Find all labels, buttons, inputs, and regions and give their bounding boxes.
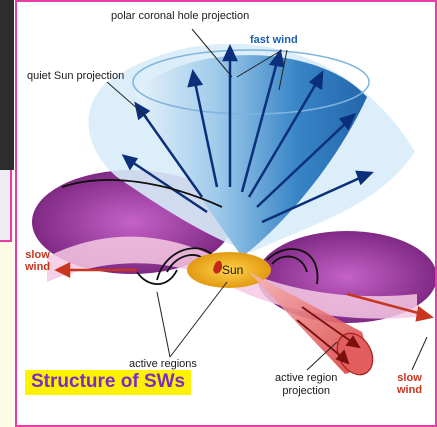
slow-wind-right-label: slow wind (397, 372, 422, 396)
solar-wind-structure-diagram (17, 2, 435, 425)
background-slide-edge (0, 0, 14, 427)
active-regions-label: active regions (129, 358, 197, 370)
diagram-frame: polar coronal hole projection fast wind … (15, 0, 437, 427)
slow-wind-left-line-2: wind (25, 261, 50, 273)
background-slide-dark-panel (0, 0, 14, 170)
sun-label: Sun (222, 263, 243, 277)
slow-wind-left-line-1: slow (25, 249, 50, 261)
quiet-sun-label: quiet Sun projection (27, 70, 124, 82)
polar-coronal-hole-label: polar coronal hole projection (111, 10, 249, 22)
slow-wind-right-line-1: slow (397, 372, 422, 384)
structure-caption: Structure of SWs (25, 370, 191, 395)
slow-wind-right-line-2: wind (397, 384, 422, 396)
slow-wind-left-label: slow wind (25, 249, 50, 273)
active-region-projection-label: active region projection (275, 372, 337, 398)
active-region-projection-line-2: projection (275, 385, 337, 398)
fast-wind-label: fast wind (250, 34, 298, 46)
active-region-projection-line-1: active region (275, 372, 337, 385)
